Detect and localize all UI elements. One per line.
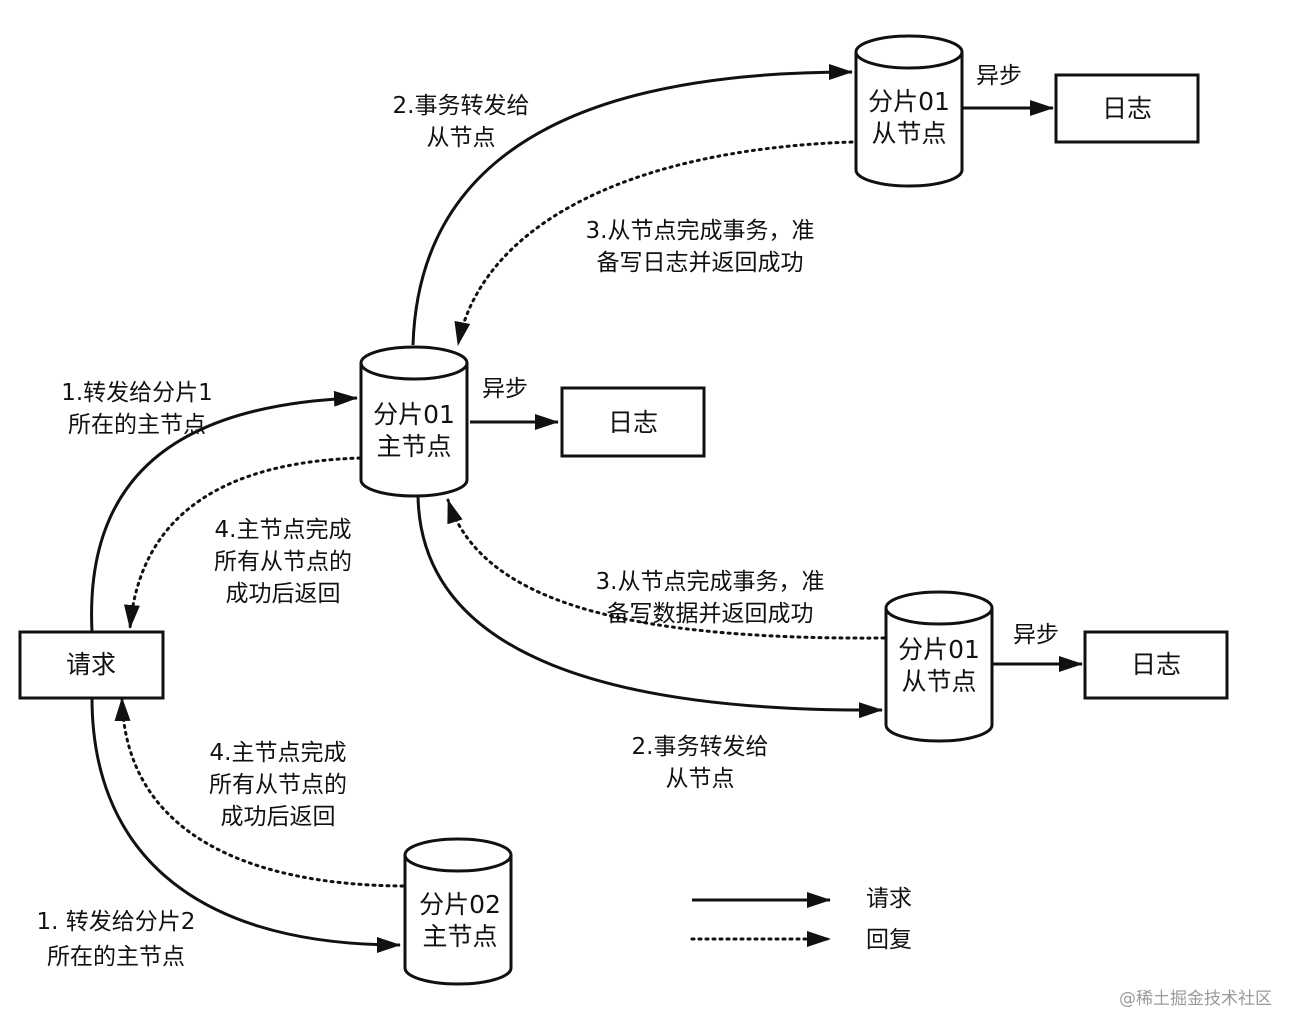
primary-done-upper-line3: 成功后返回: [226, 581, 341, 607]
primary-done-lower-line2: 所有从节点的: [209, 772, 347, 798]
forward-to-shard1-line1: 1.转发给分片1: [61, 380, 213, 406]
primary01-reply-arrow: [123, 456, 362, 630]
primary-shard01-name: 分片01: [373, 400, 455, 429]
forward-to-shard2-line1: 1. 转发给分片2: [37, 909, 196, 935]
log-middle-box: 日志: [560, 386, 706, 458]
primary01-to-replica-top-arrow: [411, 64, 853, 346]
log-top-label: 日志: [1102, 94, 1152, 123]
primary-done-upper-line1: 4.主节点完成: [215, 517, 352, 543]
legend-request-label: 请求: [866, 886, 912, 912]
replica-done-right-line1: 3.从节点完成事务，准: [596, 569, 825, 595]
log-right-box: 日志: [1083, 630, 1229, 700]
replica-top-cylinder: 分片01 从节点: [854, 34, 964, 188]
async-middle-label: 异步: [482, 376, 528, 402]
replica-top-role: 从节点: [871, 119, 946, 148]
request-to-primary02-arrow: [90, 697, 401, 953]
primary-shard01-role: 主节点: [376, 432, 451, 461]
forward-to-shard1-line2: 所在的主节点: [68, 412, 206, 438]
tx-forward-top-line1: 2.事务转发给: [393, 93, 530, 119]
async-top-label: 异步: [976, 63, 1022, 89]
replica-right-name: 分片01: [898, 635, 980, 664]
primary-shard02-cylinder: 分片02 主节点: [403, 837, 513, 986]
replica-top-name: 分片01: [868, 87, 950, 116]
legend-reply-label: 回复: [866, 927, 912, 953]
log-top-box: 日志: [1054, 73, 1200, 144]
primary01-to-replica-right-arrow: [416, 494, 883, 719]
log-right-label: 日志: [1131, 650, 1181, 679]
replica-top-reply-arrow: [454, 140, 854, 347]
tx-forward-bottom-line2: 从节点: [666, 766, 735, 792]
primary-shard02-name: 分片02: [419, 890, 501, 919]
replica-right-role: 从节点: [901, 667, 976, 696]
replica-done-top-line1: 3.从节点完成事务，准: [586, 218, 815, 244]
replica-done-right-line2: 备写数据并返回成功: [607, 601, 814, 627]
replica-right-cylinder: 分片01 从节点: [884, 590, 994, 743]
legend: 请求 回复: [690, 886, 912, 953]
primary-shard02-role: 主节点: [422, 922, 497, 951]
request-to-primary01-arrow: [90, 390, 358, 633]
primary-done-upper-line2: 所有从节点的: [214, 549, 352, 575]
request-box: 请求: [18, 630, 165, 700]
tx-forward-bottom-line1: 2.事务转发给: [632, 734, 769, 760]
log-middle-label: 日志: [608, 408, 658, 437]
request-box-label: 请求: [66, 650, 116, 679]
replica-done-top-line2: 备写日志并返回成功: [597, 250, 804, 276]
watermark: @稀土掘金技术社区: [1119, 989, 1272, 1009]
primary-done-lower-line1: 4.主节点完成: [210, 740, 347, 766]
replica-right-reply-arrow: [446, 498, 886, 640]
forward-to-shard2-line2: 所在的主节点: [47, 944, 185, 970]
primary-shard01-cylinder: 分片01 主节点: [359, 345, 469, 498]
primary-done-lower-line3: 成功后返回: [221, 804, 336, 830]
async-right-label: 异步: [1013, 622, 1059, 648]
tx-forward-top-line2: 从节点: [427, 125, 496, 151]
primary02-reply-arrow: [114, 696, 405, 888]
